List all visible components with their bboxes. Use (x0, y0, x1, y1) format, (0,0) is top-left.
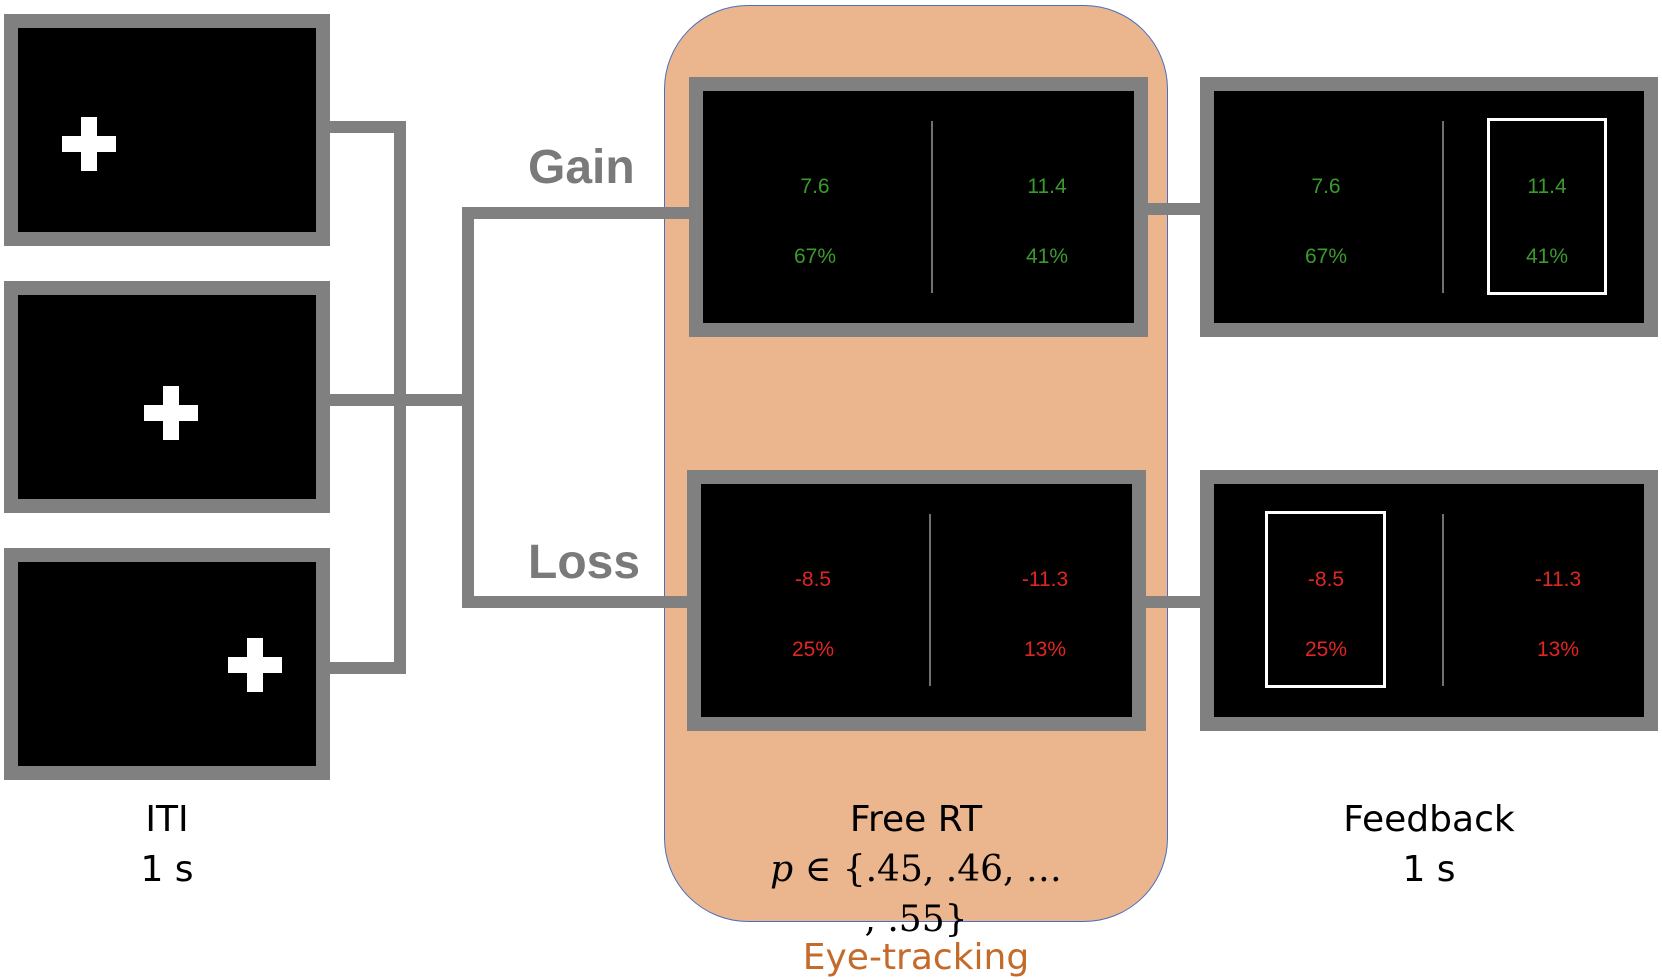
right-value: 11.4 (1527, 175, 1567, 198)
fixation-cross-icon (62, 117, 116, 171)
left-value: 7.6 (1311, 175, 1341, 198)
iti-duration: 1 s (140, 849, 194, 890)
p-range-formula: p ∈ {.45, .46, … , .55} (766, 845, 1066, 945)
connector (462, 207, 692, 219)
right-probability: 13% (1536, 638, 1580, 661)
free-rt-title: Free RT (849, 799, 983, 840)
left-probability: 67% (1304, 245, 1348, 268)
left-value: -8.5 (1307, 568, 1345, 591)
iti-screen-1 (4, 14, 330, 246)
gain-label: Gain (528, 141, 635, 194)
loss-feedback-screen: -8.5 25% -11.3 13% (1200, 470, 1658, 731)
connector (322, 662, 406, 674)
p-values: ∈ {.45, .46, … , .55} (804, 849, 1062, 940)
connector (394, 121, 406, 674)
iti-caption: ITI 1 s (17, 795, 317, 895)
gain-choice-screen: 7.6 67% 11.4 41% (689, 77, 1148, 337)
loss-label: Loss (528, 536, 641, 589)
connector (462, 596, 692, 608)
right-probability: 41% (1525, 245, 1569, 268)
right-value: -11.3 (1534, 568, 1582, 591)
eye-tracking-label: Eye-tracking (802, 937, 1030, 978)
iti-screen-3 (4, 548, 330, 780)
connector (1140, 203, 1208, 215)
selection-box (1265, 511, 1386, 688)
connector (462, 207, 474, 608)
option-divider (929, 514, 931, 686)
right-value: -11.3 (1021, 568, 1069, 591)
option-divider (931, 121, 933, 293)
right-probability: 13% (1023, 638, 1067, 661)
left-probability: 67% (793, 245, 837, 268)
feedback-caption: Feedback 1 s (1279, 795, 1579, 895)
right-probability: 41% (1025, 245, 1069, 268)
feedback-title: Feedback (1343, 799, 1515, 840)
loss-choice-screen: -8.5 25% -11.3 13% (687, 470, 1146, 731)
gain-feedback-screen: 7.6 67% 11.4 41% (1200, 77, 1658, 337)
left-probability: 25% (1304, 638, 1348, 661)
option-divider (1442, 121, 1444, 293)
selection-box (1487, 118, 1607, 295)
feedback-duration: 1 s (1402, 849, 1456, 890)
left-probability: 25% (791, 638, 835, 661)
free-rt-caption: Free RT p ∈ {.45, .46, … , .55} (766, 795, 1066, 945)
iti-title: ITI (145, 799, 189, 840)
connector (1140, 596, 1208, 608)
right-value: 11.4 (1027, 175, 1067, 198)
fixation-cross-icon (144, 386, 198, 440)
option-divider (1442, 514, 1444, 686)
connector (322, 121, 406, 133)
left-value: -8.5 (794, 568, 832, 591)
iti-screen-2 (4, 281, 330, 513)
p-symbol: p (770, 849, 794, 890)
left-value: 7.6 (800, 175, 830, 198)
fixation-cross-icon (228, 638, 282, 692)
